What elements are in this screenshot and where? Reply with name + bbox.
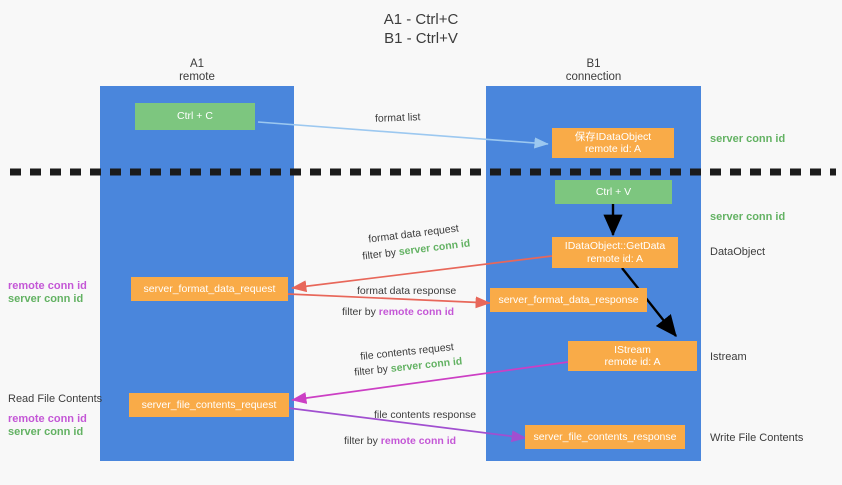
node-idataobject-getdata[interactable]: IDataObject::GetData remote id: A: [552, 237, 678, 268]
filter-prefix: filter by: [344, 435, 381, 447]
node-istream[interactable]: IStream remote id: A: [568, 341, 697, 371]
annotation-istream: Istream: [710, 351, 747, 363]
node-istream-remote-id: remote id: A: [604, 356, 661, 368]
node-server-format-data-response[interactable]: server_format_data_response: [490, 288, 647, 312]
edge-label-file-contents-response-filter: filter by remote conn id: [344, 434, 456, 448]
node-server-format-data-response-label: server_format_data_response: [498, 293, 639, 306]
node-ctrl-c-label: Ctrl + C: [177, 110, 213, 123]
annotation-read-file-contents: Read File Contents: [8, 393, 103, 405]
node-save-idataobject-label: 保存IDataObject: [574, 130, 652, 143]
node-server-file-contents-request-label: server_file_contents_request: [141, 398, 277, 411]
annotation-server-conn-id-lower: server conn id: [8, 426, 84, 438]
edge-label-file-contents-response-main: file contents response: [374, 409, 477, 421]
node-server-file-contents-request[interactable]: server_file_contents_request: [129, 393, 289, 417]
filter-prefix: filter by: [342, 306, 379, 318]
filter-prefix: filter by: [361, 246, 400, 263]
title-line-1: A1 - Ctrl+C: [383, 11, 459, 28]
page-title: A1 - Ctrl+C B1 - Ctrl+V: [0, 10, 842, 48]
filter-key-remote-conn-id: remote conn id: [378, 306, 455, 318]
node-getdata-remote-id: remote id: A: [586, 252, 644, 265]
lane-b1-title: B1: [586, 58, 601, 70]
node-ctrl-v[interactable]: Ctrl + V: [555, 180, 672, 204]
lane-a1-title: A1: [189, 58, 205, 70]
lane-header-b1: B1 connection: [486, 58, 701, 84]
node-server-format-data-request-label: server_format_data_request: [143, 282, 276, 295]
node-istream-label: IStream: [614, 343, 651, 356]
annotation-remote-conn-id-upper: remote conn id: [8, 280, 87, 292]
node-save-idataobject-remote-id: remote id: A: [584, 143, 642, 155]
node-ctrl-c[interactable]: Ctrl + C: [135, 103, 255, 130]
title-line-2: B1 - Ctrl+V: [384, 30, 458, 47]
filter-prefix: filter by: [353, 362, 392, 379]
node-server-file-contents-response[interactable]: server_file_contents_response: [525, 425, 685, 449]
annotation-server-conn-id-top: server conn id: [710, 133, 786, 145]
annotation-dataobject: DataObject: [710, 246, 766, 258]
node-server-format-data-request[interactable]: server_format_data_request: [131, 277, 288, 301]
node-ctrl-v-label: Ctrl + V: [595, 185, 632, 198]
annotation-server-conn-id-mid: server conn id: [710, 211, 786, 223]
lane-header-a1: A1 remote: [100, 58, 294, 84]
edge-label-format-list: format list: [374, 111, 421, 125]
edge-label-format-data-response-main: format data response: [357, 285, 457, 297]
filter-key-remote-conn-id: remote conn id: [380, 435, 457, 447]
node-server-file-contents-response-label: server_file_contents_response: [533, 430, 677, 443]
node-getdata-label: IDataObject::GetData: [564, 240, 666, 252]
lane-b1-subtitle: connection: [565, 71, 622, 83]
edge-label-format-data-response: format data response: [357, 284, 456, 298]
node-save-idataobject[interactable]: 保存IDataObject remote id: A: [552, 128, 674, 158]
edge-label-file-contents-response: file contents response: [374, 408, 476, 422]
edge-label-format-data-response-filter: filter by remote conn id: [342, 305, 454, 319]
annotation-write-file-contents: Write File Contents: [710, 432, 804, 444]
lane-a1-subtitle: remote: [179, 71, 215, 83]
annotation-remote-conn-id-lower: remote conn id: [8, 413, 87, 425]
annotation-server-conn-id-upper: server conn id: [8, 293, 84, 305]
